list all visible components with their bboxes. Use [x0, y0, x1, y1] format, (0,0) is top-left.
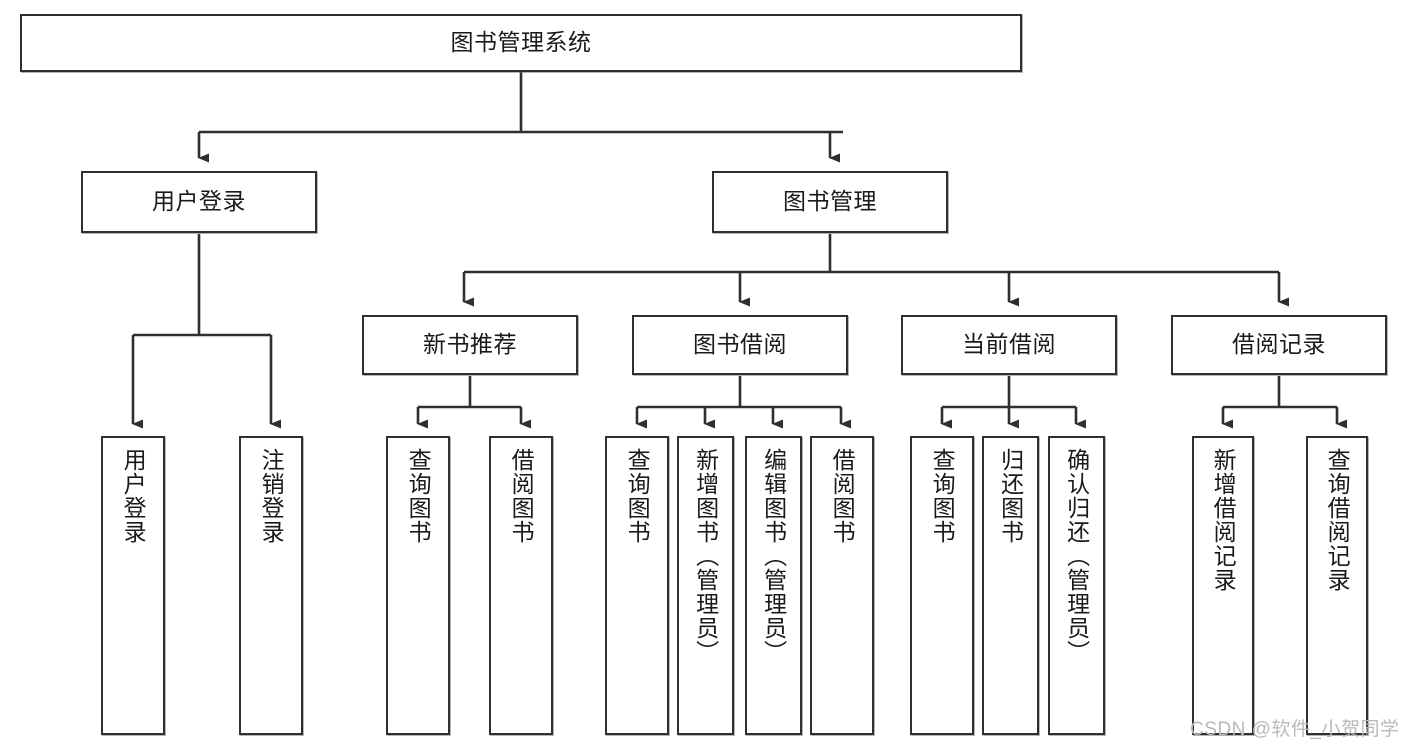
node-book-management[interactable]: 图书管理 — [712, 171, 948, 233]
leaf-book-borrow-borrow[interactable]: 借阅图书 — [810, 436, 874, 735]
node-label: 借阅记录 — [1232, 331, 1326, 358]
node-label: 新增图书（管理员） — [692, 448, 719, 664]
leaf-book-borrow-add[interactable]: 新增图书（管理员） — [677, 436, 734, 735]
node-label: 借阅图书 — [508, 448, 535, 544]
node-label: 新增借阅记录 — [1210, 448, 1237, 592]
node-label: 查询图书 — [405, 448, 432, 544]
node-label: 编辑图书（管理员） — [760, 448, 787, 664]
node-borrow-records[interactable]: 借阅记录 — [1171, 315, 1387, 375]
node-label: 查询借阅记录 — [1324, 448, 1351, 592]
node-label: 用户登录 — [152, 188, 246, 215]
leaf-current-borrow-confirm-return[interactable]: 确认归还（管理员） — [1048, 436, 1105, 735]
node-label: 注销登录 — [258, 448, 285, 544]
leaf-current-borrow-query[interactable]: 查询图书 — [910, 436, 974, 735]
node-label: 图书管理系统 — [450, 29, 592, 56]
node-label: 借阅图书 — [829, 448, 856, 544]
leaf-current-borrow-return[interactable]: 归还图书 — [982, 436, 1039, 735]
leaf-user-login-logout[interactable]: 注销登录 — [239, 436, 303, 735]
node-label: 用户登录 — [120, 448, 147, 544]
leaf-borrow-record-query[interactable]: 查询借阅记录 — [1306, 436, 1368, 735]
leaf-book-borrow-query[interactable]: 查询图书 — [605, 436, 669, 735]
node-label: 归还图书 — [997, 448, 1024, 544]
node-label: 图书借阅 — [693, 331, 787, 358]
node-new-book-recommend[interactable]: 新书推荐 — [362, 315, 578, 375]
leaf-new-book-borrow[interactable]: 借阅图书 — [489, 436, 553, 735]
leaf-book-borrow-edit[interactable]: 编辑图书（管理员） — [745, 436, 802, 735]
watermark-text: CSDN @软件_小贺同学 — [1190, 719, 1400, 740]
node-user-login[interactable]: 用户登录 — [81, 171, 317, 233]
node-label: 新书推荐 — [423, 331, 517, 358]
node-current-borrow[interactable]: 当前借阅 — [901, 315, 1117, 375]
node-book-borrow[interactable]: 图书借阅 — [632, 315, 848, 375]
node-label: 确认归还（管理员） — [1063, 448, 1090, 664]
node-label: 当前借阅 — [962, 331, 1056, 358]
leaf-user-login-login[interactable]: 用户登录 — [101, 436, 165, 735]
node-label: 图书管理 — [783, 188, 877, 215]
node-label: 查询图书 — [929, 448, 956, 544]
node-root-system[interactable]: 图书管理系统 — [20, 14, 1022, 72]
node-label: 查询图书 — [624, 448, 651, 544]
leaf-new-book-query[interactable]: 查询图书 — [386, 436, 450, 735]
leaf-borrow-record-add[interactable]: 新增借阅记录 — [1192, 436, 1254, 735]
